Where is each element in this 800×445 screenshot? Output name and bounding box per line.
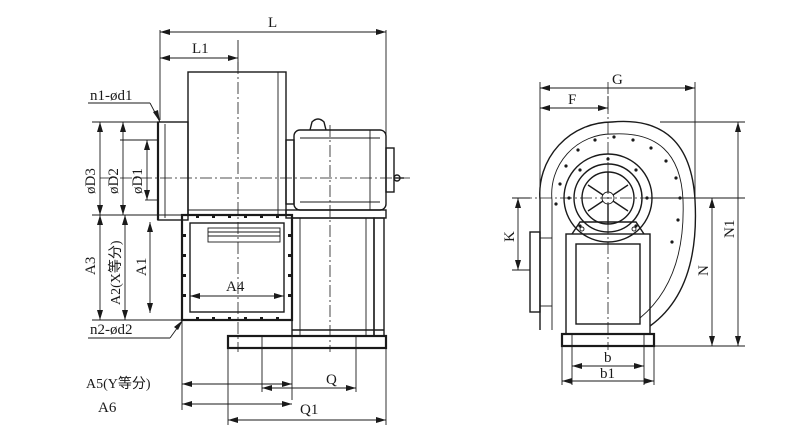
dim-Q1: Q1 bbox=[228, 402, 386, 423]
label-A5: A5(Y等分) bbox=[86, 375, 151, 392]
dim-D2: øD2 bbox=[106, 122, 126, 215]
outlet-damper bbox=[207, 227, 281, 243]
label-b: b bbox=[604, 350, 612, 366]
dim-n2-d2: n2-ød2 bbox=[88, 319, 184, 339]
label-A2: A2(X等分) bbox=[107, 240, 124, 305]
front-base-plate bbox=[560, 332, 656, 348]
inlet-collar bbox=[157, 121, 189, 221]
dim-b: b bbox=[572, 350, 644, 369]
label-b1: b1 bbox=[600, 366, 615, 382]
label-n2-d2: n2-ød2 bbox=[90, 322, 133, 338]
dim-n1-d1: n1-ød1 bbox=[88, 88, 161, 123]
impeller bbox=[587, 172, 629, 224]
label-Q: Q bbox=[326, 372, 337, 388]
flange-bolt-holes bbox=[183, 215, 291, 320]
label-N1: N1 bbox=[722, 220, 738, 238]
side-view: L L1 n1-ød1 øD3 øD2 bbox=[83, 15, 410, 425]
dim-A2: A2(X等分) bbox=[107, 215, 128, 320]
label-A3: A3 bbox=[83, 257, 99, 275]
volute-housing bbox=[539, 120, 697, 330]
dim-K: K bbox=[502, 198, 521, 270]
dim-L: L bbox=[160, 15, 386, 35]
dim-A1: A1 bbox=[134, 222, 153, 313]
label-D3: øD3 bbox=[83, 168, 99, 194]
terminal-box bbox=[309, 118, 327, 131]
label-D2: øD2 bbox=[106, 168, 122, 194]
dim-F: F bbox=[540, 92, 608, 111]
dim-D1: øD1 bbox=[130, 140, 150, 200]
motor-base-plate bbox=[285, 209, 387, 219]
bearing-housing bbox=[571, 221, 645, 235]
dim-N1: N1 bbox=[722, 122, 741, 346]
dim-N: N bbox=[696, 198, 715, 346]
motor-fan-cover bbox=[385, 147, 395, 193]
dim-A4: A4 bbox=[190, 279, 284, 299]
label-N: N bbox=[696, 265, 712, 276]
label-Q1: Q1 bbox=[300, 402, 318, 418]
label-D1: øD1 bbox=[130, 168, 146, 194]
dim-A5: A5(Y等分) bbox=[86, 375, 292, 392]
dim-L1: L1 bbox=[160, 41, 238, 61]
label-F: F bbox=[568, 92, 576, 108]
dim-b1: b1 bbox=[562, 366, 654, 384]
support-frame bbox=[291, 217, 375, 337]
front-outlet-flange bbox=[529, 231, 541, 313]
motor-body bbox=[293, 129, 387, 211]
label-K: K bbox=[502, 231, 518, 242]
label-n1-d1: n1-ød1 bbox=[90, 88, 133, 104]
front-view: G F K N N1 bbox=[502, 72, 745, 385]
dim-A6: A6 bbox=[98, 400, 292, 416]
outlet-flange bbox=[180, 213, 294, 322]
label-A1: A1 bbox=[134, 258, 150, 276]
dim-G: G bbox=[540, 72, 695, 91]
label-L1: L1 bbox=[192, 41, 209, 57]
dim-Q: Q bbox=[262, 372, 356, 391]
label-L: L bbox=[268, 15, 277, 31]
label-A6: A6 bbox=[98, 400, 117, 416]
outlet-opening bbox=[189, 222, 285, 313]
volute-bolt-holes bbox=[554, 135, 682, 244]
label-G: G bbox=[612, 72, 623, 88]
label-A4: A4 bbox=[226, 279, 245, 295]
fan-housing bbox=[187, 71, 287, 216]
base-plate bbox=[226, 334, 388, 350]
bearing-seat bbox=[285, 139, 295, 205]
dim-D3: øD3 bbox=[83, 122, 103, 215]
inlet-ring-mid bbox=[573, 163, 643, 233]
dim-A3: A3 bbox=[83, 215, 103, 320]
inlet-bolt-holes bbox=[567, 157, 649, 228]
